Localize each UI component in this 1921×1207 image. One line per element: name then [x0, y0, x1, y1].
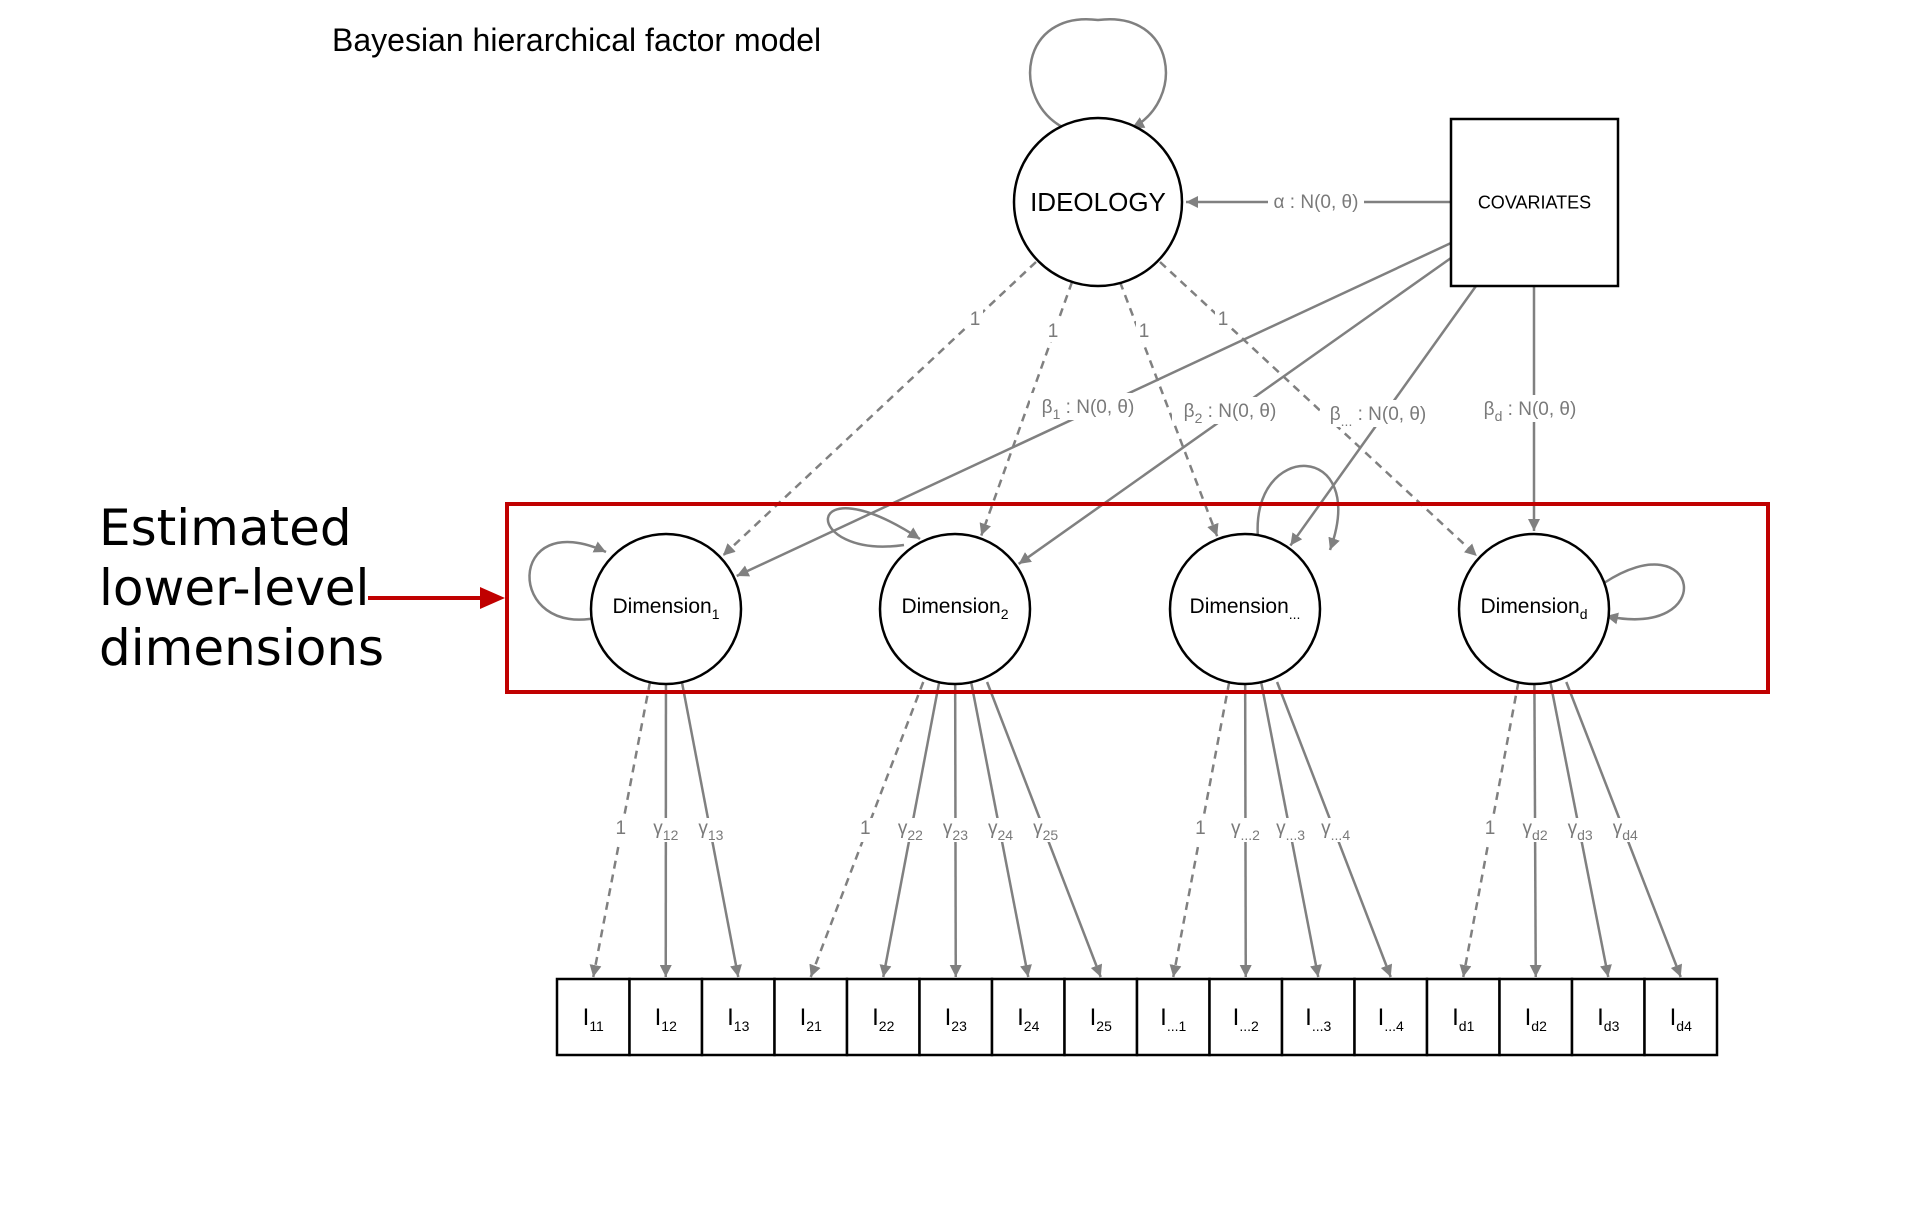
annotation-line-2: lower-level: [99, 559, 369, 617]
indicator-box-8: [1065, 979, 1138, 1055]
indicator-box-3: [702, 979, 775, 1055]
ideology-label: IDEOLOGY: [1030, 187, 1166, 217]
dimension-loading-1-1: 1: [615, 818, 626, 839]
indicator-box-15: [1572, 979, 1645, 1055]
annotation-line-1: Estimated: [99, 499, 352, 557]
indicator-box-1: [557, 979, 630, 1055]
indicator-box-4: [775, 979, 848, 1055]
dimension-loading-4-1: 1: [1485, 818, 1496, 839]
indicator-box-16: [1645, 979, 1718, 1055]
indicator-box-10: [1210, 979, 1283, 1055]
alpha-label: α : N(0, θ): [1274, 192, 1359, 213]
indicator-box-5: [847, 979, 920, 1055]
indicator-box-9: [1137, 979, 1210, 1055]
ideology-loading-3: 1: [1139, 321, 1150, 342]
covariates-label: COVARIATES: [1478, 193, 1591, 213]
indicator-box-7: [992, 979, 1065, 1055]
dimension-loading-3-1: 1: [1195, 818, 1206, 839]
indicator-box-6: [920, 979, 993, 1055]
dimension-label-4: Dimensiond: [1480, 595, 1587, 622]
indicator-box-11: [1282, 979, 1355, 1055]
ideology-self-loop: [1030, 19, 1166, 128]
dimension-label-2: Dimension2: [901, 595, 1008, 622]
dimension-label-1: Dimension1: [612, 595, 719, 622]
ideology-loading-2: 1: [1048, 321, 1059, 342]
dimension-label-3: Dimension...: [1190, 595, 1301, 622]
diagram-title: Bayesian hierarchical factor model: [332, 22, 821, 58]
indicator-box-12: [1355, 979, 1428, 1055]
ideology-loading-4: 1: [1218, 309, 1229, 330]
ideology-loading-1: 1: [970, 309, 981, 330]
dimension-loading-2-1: 1: [860, 818, 871, 839]
dimension-self-loop-4: [1604, 564, 1684, 619]
indicator-box-13: [1427, 979, 1500, 1055]
indicator-box-2: [630, 979, 703, 1055]
annotation-arrow-head: [480, 587, 505, 609]
indicator-box-14: [1500, 979, 1573, 1055]
annotation-line-3: dimensions: [99, 619, 384, 677]
nodes-group: IDEOLOGY COVARIATES Dimension1 Dimension2 Di…: [557, 118, 1717, 1055]
